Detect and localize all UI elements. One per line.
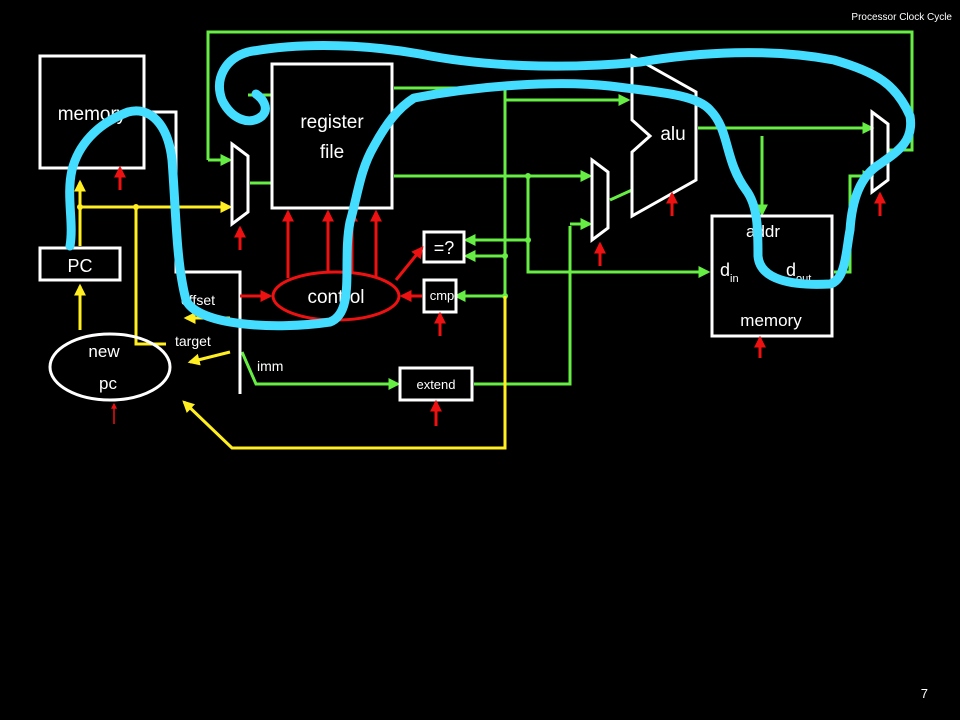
writeback-loop-wire [206,30,914,160]
page-number: 7 [921,686,928,701]
regfile-to-cmp-wire [394,86,507,302]
alu-label: alu [660,124,685,145]
writeback-mux [870,109,890,195]
pc-box [38,246,122,282]
alu-shape [630,53,698,219]
to-eq-compare-wire [463,176,530,246]
regfile-to-newpc-wire [182,296,507,450]
eq-compare-label: =? [434,238,455,258]
register-file-box [270,62,394,210]
extend-label: extend [416,377,455,392]
pc-to-newpc-wire [134,207,166,346]
pc-label: PC [67,256,92,276]
register-file-label-1: register [300,112,364,133]
data-memory-label: memory [740,311,802,330]
alu-input-mux [590,157,610,243]
imm-label: imm [257,358,283,374]
new-pc-ellipse [48,332,172,402]
datapath-wires [206,30,914,390]
eq-to-control-arrow [394,246,424,281]
din-label: din [720,260,739,285]
control-label: control [307,287,364,308]
addr-label: addr [746,222,780,241]
new-pc-label-2: pc [99,374,117,393]
regfile-input-mux [230,141,250,227]
instruction-register-box [144,110,242,394]
to-data-memory-din-wire [526,240,711,278]
target-to-newpc-wire [187,350,231,366]
register-file-label-2: file [320,142,344,163]
instruction-path-annotation [65,41,916,331]
control-signals [111,165,886,426]
data-memory-box [710,214,834,338]
new-pc-label-1: new [88,342,120,361]
alumux-to-alu-wire [609,188,633,202]
extend-to-mux-wire [474,226,572,386]
eq-compare-box [422,230,466,264]
imm-to-extend-wire [240,351,401,390]
header-title: Processor Clock Cycle [851,12,952,23]
cmp-label: cmp [430,288,455,303]
target-label: target [175,333,211,349]
